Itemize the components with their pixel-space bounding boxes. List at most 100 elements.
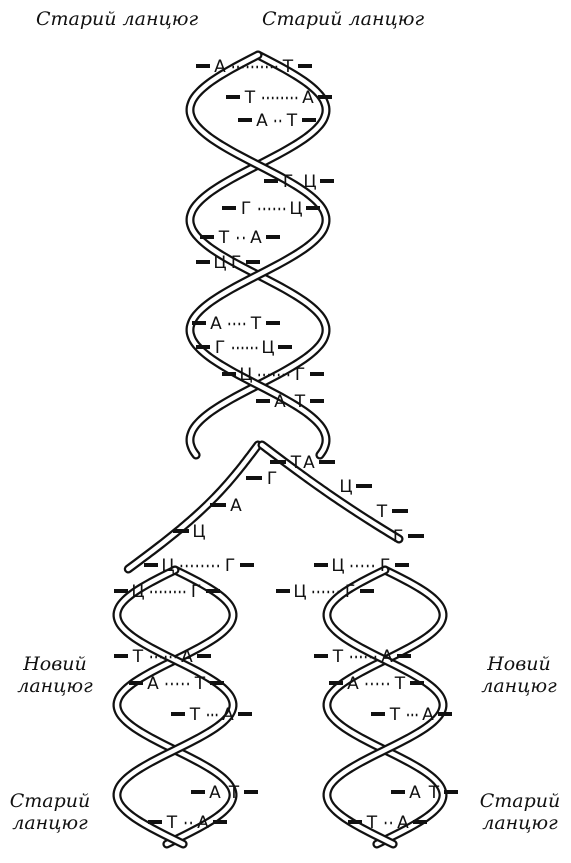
fork-left-base-1: Г <box>267 469 277 489</box>
daughter-left-pair-2-base-right: Т <box>194 674 206 694</box>
daughter-right-pair-2-base-left: А <box>347 674 359 694</box>
fork-right-base-2: Т <box>376 502 388 522</box>
fork-left-base-3-base: Ц <box>192 522 205 542</box>
parent-pair-3-base-right: Т <box>286 111 298 131</box>
daughter-left-pair-5-base-left: Т <box>166 813 178 833</box>
parent-pair-4-base-right: Ц <box>303 172 316 192</box>
fork-junction-base-right: А <box>303 453 315 473</box>
fork-pair-3-base-left: Ц <box>131 582 144 602</box>
parent-pair-6-base-right: А <box>250 228 262 248</box>
fork-pair-1-base-left: Ц <box>161 556 174 576</box>
fork-left-base-2: А <box>230 496 242 516</box>
old-strand-label-bottom-right-line1: Старий <box>470 790 570 812</box>
fork-right-strand <box>262 445 399 539</box>
fork-junction-base-left-base: Т <box>290 453 302 473</box>
parent-pair-11-base-right: Т <box>294 392 306 412</box>
parent-pair-7-base-left: Ц <box>213 253 226 273</box>
parent-pair-1-base-right: Т <box>282 57 294 77</box>
fork-junction-base-right-base: А <box>303 453 315 473</box>
fork-right-base-3-base: Г <box>393 527 403 547</box>
parent-pair-1-base-left: А <box>214 57 226 77</box>
fork-pair-3-base-right: Г <box>191 582 201 602</box>
old-strand-label-top-right: Старий ланцюг <box>262 8 424 30</box>
fork-right-base-2-base: Т <box>376 502 388 522</box>
parent-pair-3-base-left: А <box>256 111 268 131</box>
daughter-right-pair-3: ТА <box>389 705 434 725</box>
fork-pair-1-base-right: Г <box>225 556 235 576</box>
old-strand-label-bottom-right-line2: ланцюг <box>470 812 570 834</box>
old-strand-label-bottom-right: Старий ланцюг <box>470 790 570 834</box>
parent-pair-5-base-right: Ц <box>289 199 302 219</box>
fork-pair-2-base-left: Ц <box>331 556 344 576</box>
fork-left-base-2-base: А <box>230 496 242 516</box>
old-strand-label-bottom-left-line1: Старий <box>0 790 100 812</box>
daughter-left-pair-3-base-left: Т <box>189 705 201 725</box>
fork-right-base-3: Г <box>393 527 403 547</box>
parent-pair-6-base-left: Т <box>218 228 230 248</box>
fork-pair-2: ЦГ <box>331 556 390 576</box>
fork-pair-2-base-right: Г <box>380 556 390 576</box>
daughter-right-pair-5-base-left: Т <box>366 813 378 833</box>
parent-pair-10-base-left: Ц <box>239 365 252 385</box>
parent-pair-10-base-right: Г <box>295 365 305 385</box>
daughter-right-pair-3-base-left: Т <box>389 705 401 725</box>
new-strand-label-right-line2: ланцюг <box>474 675 564 697</box>
parent-pair-5: ГЦ <box>241 199 303 219</box>
parent-pair-4-base-left: Г <box>283 172 293 192</box>
new-strand-label-left: Новий ланцюг <box>10 653 100 697</box>
daughter-right-pair-5-base-right: А <box>397 813 409 833</box>
parent-pair-8-base-right: Т <box>250 314 262 334</box>
fork-junction-base-left: Т <box>290 453 302 473</box>
parent-pair-11-base-left: А <box>274 392 286 412</box>
fork-pair-3: ЦГ <box>131 582 201 602</box>
daughter-left-pair-4-base-right: Т <box>228 783 240 803</box>
daughter-right-pair-2-base-right: Т <box>394 674 406 694</box>
daughter-right-pair-4-base-left: А <box>409 783 421 803</box>
fork-right-base-1-base: Ц <box>339 477 352 497</box>
fork-right-base-1: Ц <box>339 477 352 497</box>
parent-pair-9-base-right: Ц <box>261 338 274 358</box>
parent-pair-6: ТА <box>218 228 262 248</box>
parent-pair-5-base-left: Г <box>241 199 251 219</box>
dna-strands <box>117 55 443 844</box>
new-strand-label-left-line1: Новий <box>10 653 100 675</box>
daughter-left-pair-5-base-right: А <box>197 813 209 833</box>
daughter-left-pair-1-base-left: Т <box>132 647 144 667</box>
parent-pair-2-base-left: Т <box>244 88 256 108</box>
parent-pair-8: АТ <box>210 314 262 334</box>
parent-pair-9: ГЦ <box>215 338 275 358</box>
new-strand-label-left-line2: ланцюг <box>10 675 100 697</box>
daughter-right-pair-1-base-left: Т <box>332 647 344 667</box>
new-strand-label-right: Новий ланцюг <box>474 653 564 697</box>
parent-pair-8-base-left: А <box>210 314 222 334</box>
daughter-left-pair-3-base-right: А <box>222 705 234 725</box>
old-strand-label-top-left: Старий ланцюг <box>36 8 198 30</box>
daughter-left-pair-4-base-left: А <box>209 783 221 803</box>
parent-pair-9-base-left: Г <box>215 338 225 358</box>
daughter-left-pair-1-base-right: А <box>181 647 193 667</box>
fork-left-base-1-base: Г <box>267 469 277 489</box>
daughter-right-pair-4-base-right: Т <box>428 783 440 803</box>
fork-pair-4-base-left: Ц <box>293 582 306 602</box>
daughter-left-pair-2-base-left: А <box>147 674 159 694</box>
parent-pair-2-base-right: А <box>302 88 314 108</box>
daughter-right-pair-1-base-right: А <box>381 647 393 667</box>
fork-pair-4-base-right: Г <box>345 582 355 602</box>
old-strand-label-bottom-left-line2: ланцюг <box>0 812 100 834</box>
fork-left-base-3: Ц <box>192 522 205 542</box>
old-strand-label-bottom-left: Старий ланцюг <box>0 790 100 834</box>
new-strand-label-right-line1: Новий <box>474 653 564 675</box>
